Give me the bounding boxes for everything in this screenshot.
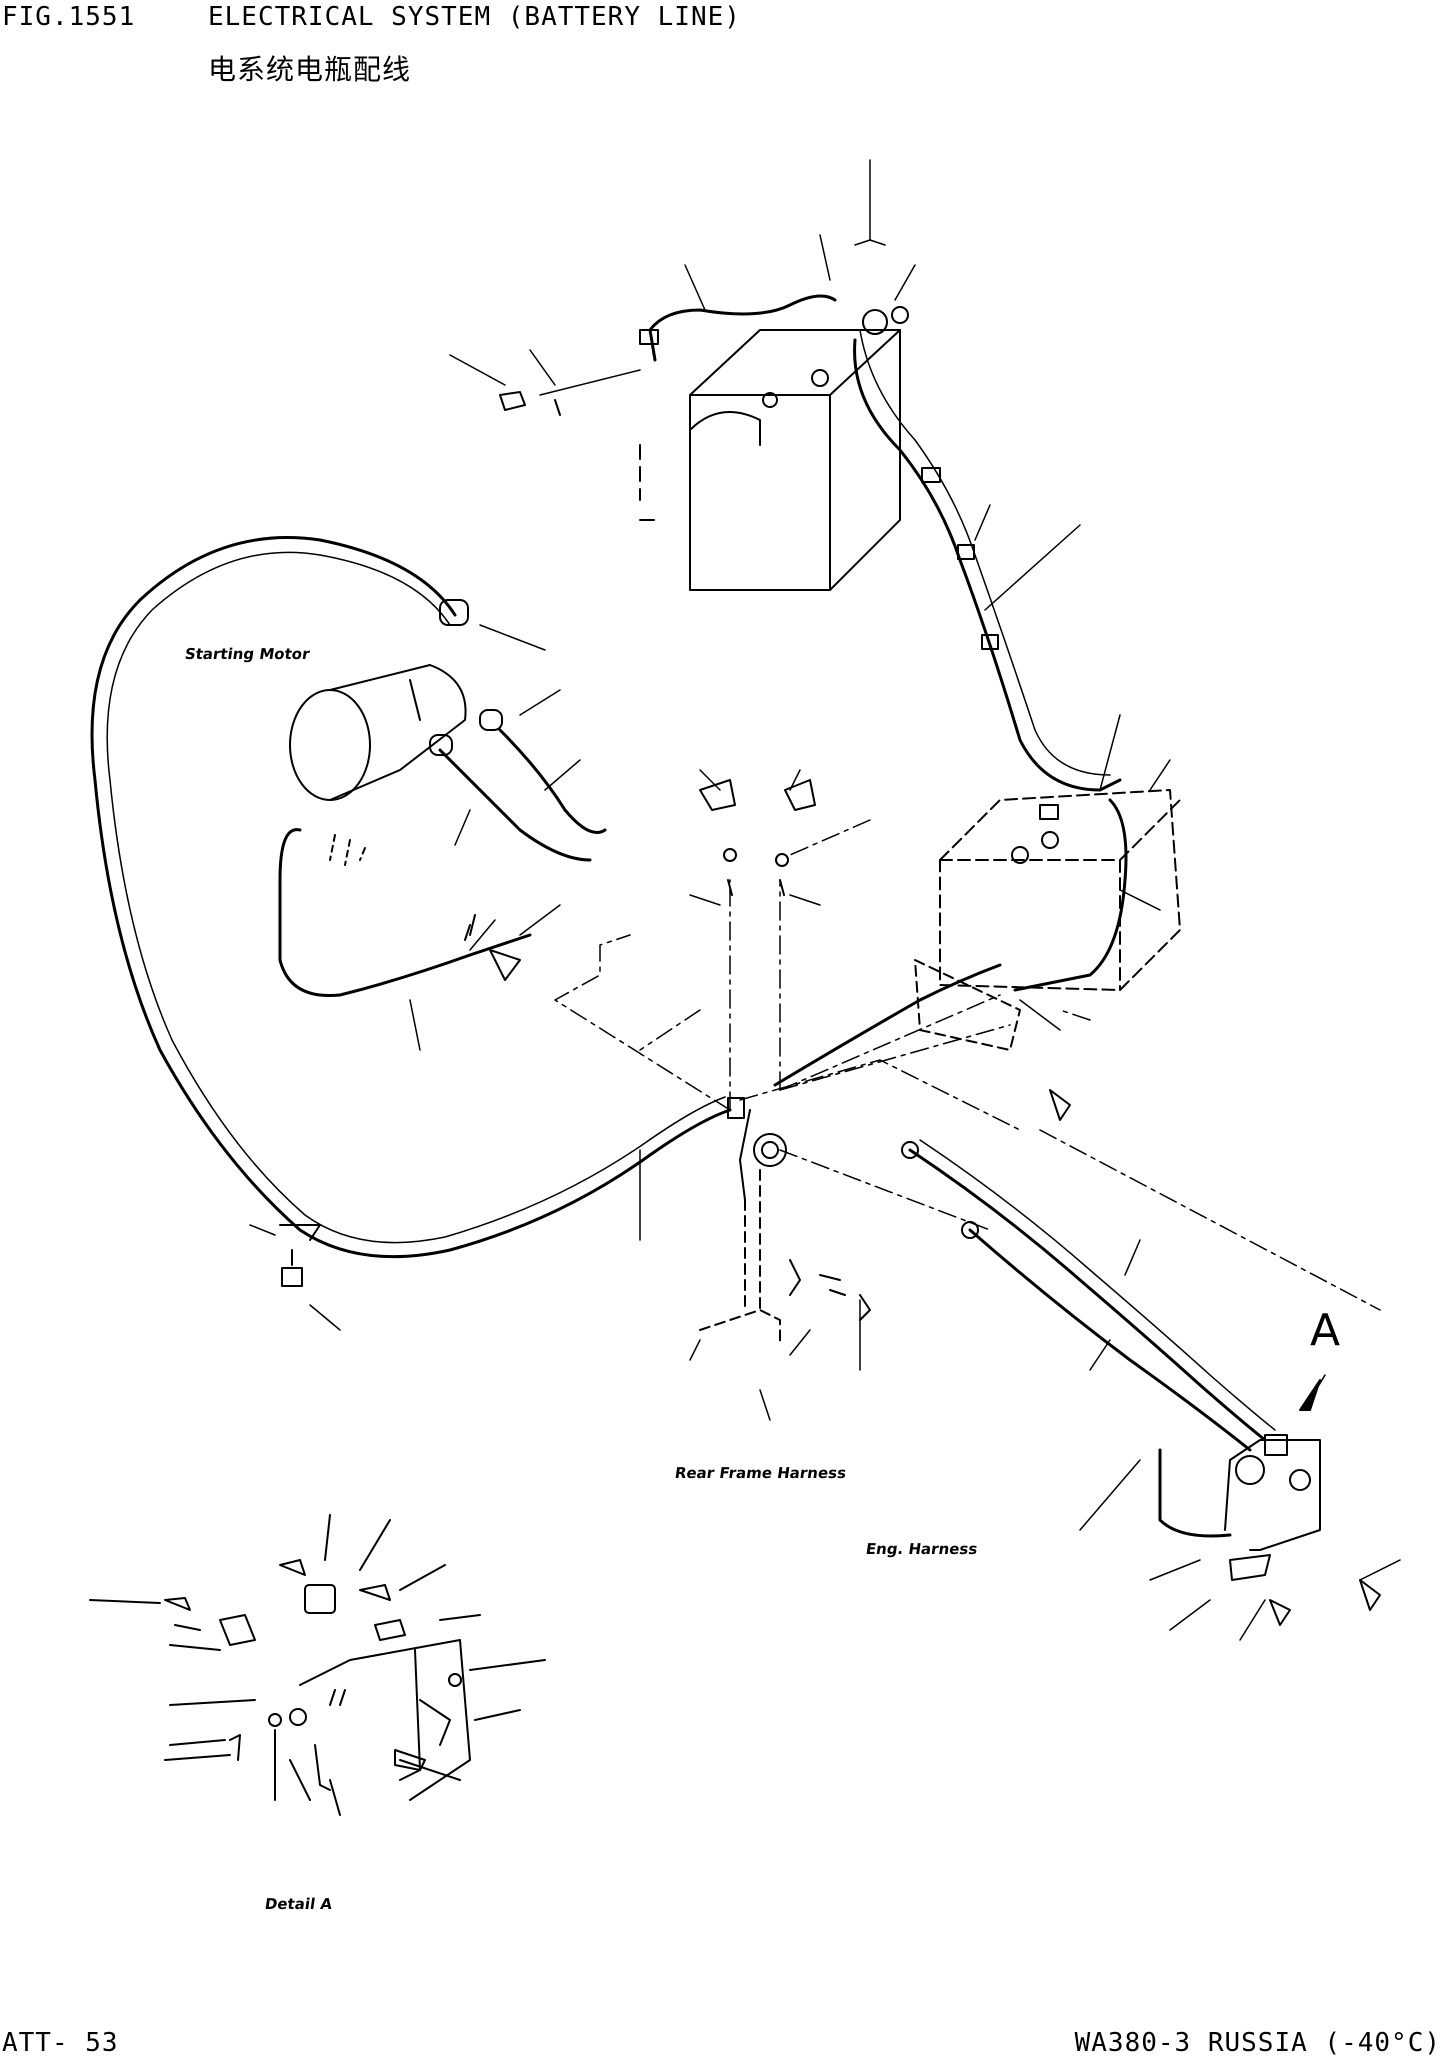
battery-cable-down [855,340,1120,790]
starting-motor-cable [92,538,730,1257]
ground-cable [775,965,1000,1085]
battery-cable-upper [650,296,835,360]
label-starting-motor: Starting Motor [183,645,311,663]
view-a-callout: A [1310,1305,1341,1356]
eng-harness-cable [910,1150,1265,1440]
cable-clamps [640,307,998,649]
callout-leaders [250,160,1400,1640]
motor-lead [500,730,605,833]
label-rear-frame-harness: Rear Frame Harness [673,1464,848,1482]
starting-motor [290,600,502,865]
page-number: ATT- 53 [2,2028,119,2058]
leader-lines [555,820,1380,1310]
detail-a-bracket [1160,1380,1380,1625]
terminal-caps [700,780,815,895]
label-detail-a: Detail A [263,1895,334,1913]
rear-frame-clips [280,1225,870,1320]
battery-upper [640,330,900,590]
label-eng-harness: Eng. Harness [864,1540,979,1558]
junction-relay [700,1098,786,1345]
figure-title-chinese: 电系统电瓶配线 [208,53,412,86]
loose-parts [465,392,1070,1120]
battery-lower [915,790,1180,1050]
figure-number: FIG.1551 [2,2,136,32]
detail-a-inset [90,1515,545,1815]
figure-title: ELECTRICAL SYSTEM (BATTERY LINE) [208,2,741,32]
model-designation: WA380-3 RUSSIA (-40°C) [1074,2028,1441,2058]
